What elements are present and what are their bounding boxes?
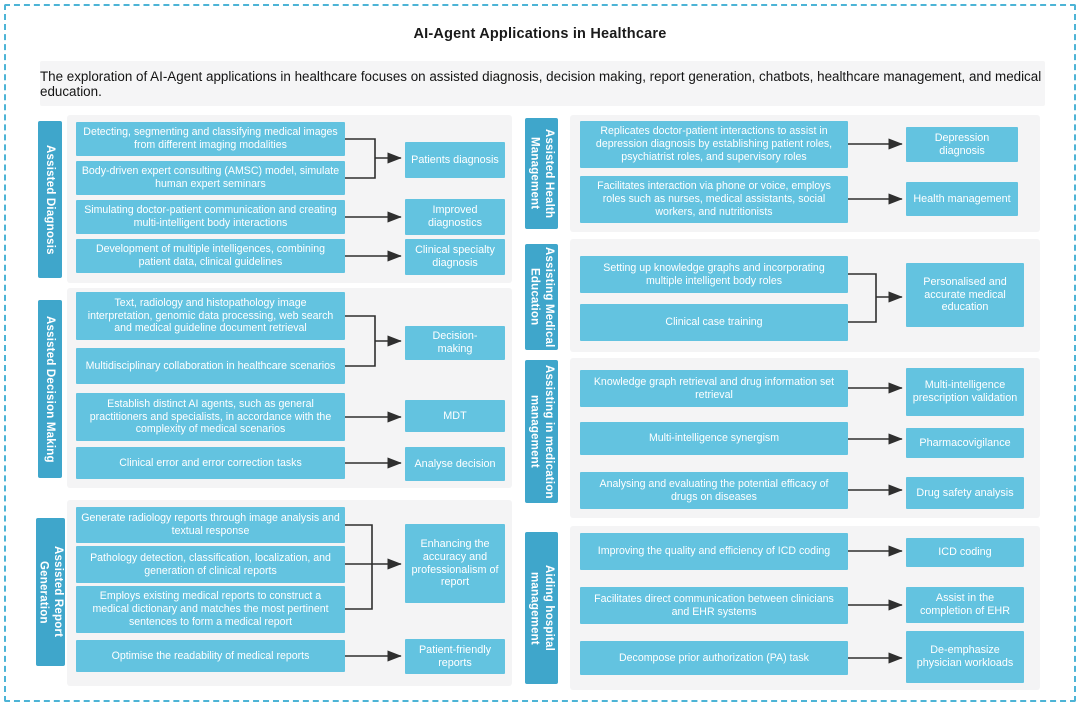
result-box: Enhancing the accuracy and professionali… <box>405 524 505 603</box>
subtitle-panel: The exploration of AI-Agent applications… <box>40 61 1045 106</box>
flow-box: Multidisciplinary collaboration in healt… <box>76 348 345 384</box>
flow-box: Clinical error and error correction task… <box>76 447 345 479</box>
result-box: Patient-friendly reports <box>405 639 505 674</box>
flow-box: Body-driven expert consulting (AMSC) mod… <box>76 161 345 195</box>
result-box: Depression diagnosis <box>906 127 1018 162</box>
section-label-aiding-hospital-management: Aiding hospital management <box>525 532 558 684</box>
flow-box: Multi-intelligence synergism <box>580 422 848 455</box>
result-box: De-emphasize physician workloads <box>906 631 1024 683</box>
flow-box: Knowledge graph retrieval and drug infor… <box>580 370 848 407</box>
flow-box: Facilitates interaction via phone or voi… <box>580 176 848 223</box>
flow-box: Development of multiple intelligences, c… <box>76 239 345 273</box>
section-label-assisted-decision-making: Assisted Decision Making <box>38 300 62 478</box>
result-box: Drug safety analysis <box>906 477 1024 509</box>
flow-box: Pathology detection, classification, loc… <box>76 546 345 583</box>
section-label-assisted-report-generation: Assisted Report Generation <box>36 518 65 666</box>
result-box: Multi-intelligence prescription validati… <box>906 368 1024 416</box>
section-label-assisted-diagnosis: Assisted Diagnosis <box>38 121 62 278</box>
result-box: Clinical specialty diagnosis <box>405 239 505 275</box>
result-box: Health management <box>906 182 1018 216</box>
flow-box: Facilitates direct communication between… <box>580 587 848 624</box>
result-box: Improved diagnostics <box>405 199 505 235</box>
result-box: Patients diagnosis <box>405 142 505 178</box>
flow-box: Simulating doctor-patient communication … <box>76 200 345 234</box>
result-box: MDT <box>405 400 505 432</box>
flow-box: Decompose prior authorization (PA) task <box>580 641 848 675</box>
flow-box: Text, radiology and histopathology image… <box>76 292 345 340</box>
subtitle-text: The exploration of AI-Agent applications… <box>40 68 1042 99</box>
result-box: Decision- making <box>405 326 505 360</box>
flow-box: Replicates doctor-patient interactions t… <box>580 121 848 168</box>
result-box: Pharmacovigilance <box>906 428 1024 458</box>
result-box: Assist in the completion of EHR <box>906 587 1024 623</box>
result-box: Analyse decision <box>405 447 505 481</box>
result-box: Personalised and accurate medical educat… <box>906 263 1024 327</box>
flow-box: Analysing and evaluating the potential e… <box>580 472 848 509</box>
flow-box: Establish distinct AI agents, such as ge… <box>76 393 345 441</box>
result-box: ICD coding <box>906 538 1024 567</box>
section-label-assisting-medication-management: Assisting in medication management <box>525 360 558 503</box>
flow-box: Setting up knowledge graphs and incorpor… <box>580 256 848 293</box>
flow-box: Improving the quality and efficiency of … <box>580 533 848 570</box>
flow-box: Optimise the readability of medical repo… <box>76 640 345 672</box>
section-label-assisted-health-management: Assisted Health Management <box>525 118 558 229</box>
page-title: AI-Agent Applications in Healthcare <box>413 26 667 42</box>
flow-box: Generate radiology reports through image… <box>76 507 345 543</box>
flow-box: Clinical case training <box>580 304 848 341</box>
flow-box: Employs existing medical reports to cons… <box>76 586 345 633</box>
flow-box: Detecting, segmenting and classifying me… <box>76 122 345 156</box>
section-label-assisting-medical-education: Assisting Medical Education <box>525 244 558 350</box>
